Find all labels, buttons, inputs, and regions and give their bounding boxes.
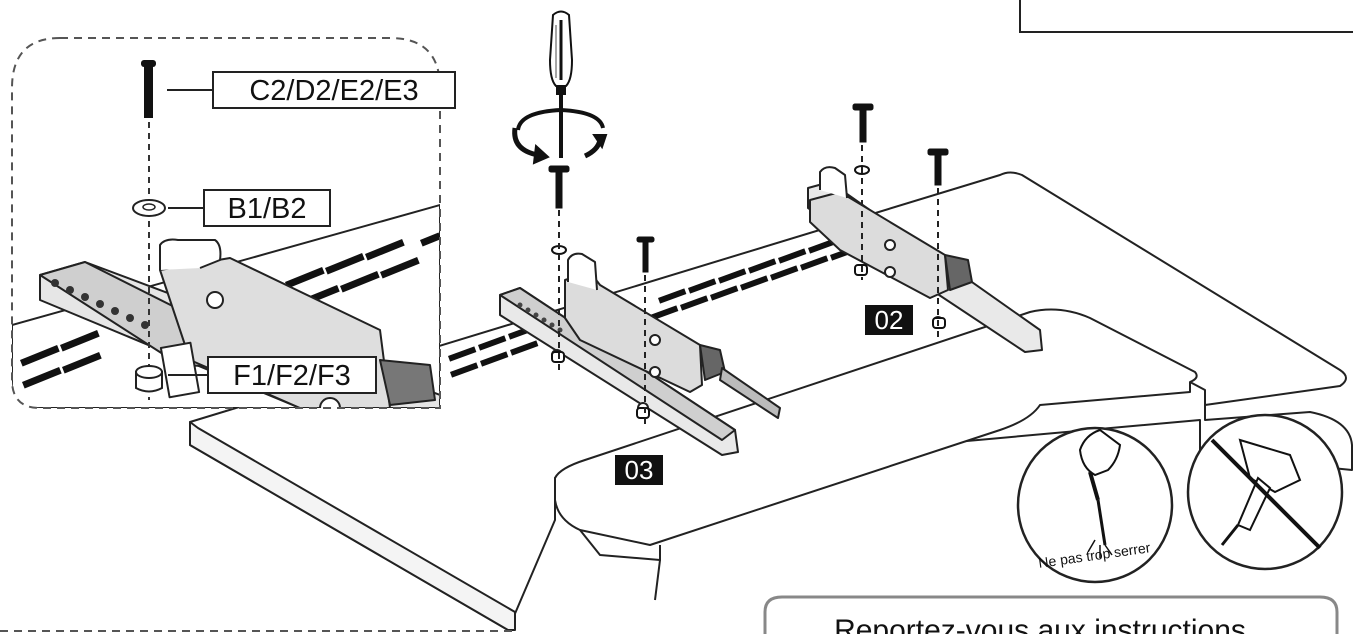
note-text: Reportez-vous aux instructions [834, 614, 1246, 634]
part-label-washers-text: B1/B2 [228, 193, 307, 225]
inset-screw [141, 60, 156, 118]
step-tag-02-text: 02 [875, 305, 904, 335]
step-tag-02: 02 [865, 305, 913, 335]
rotation-arrow [512, 107, 608, 165]
main-guide-lines [558, 145, 939, 425]
note-box: Reportez-vous aux instructions [763, 595, 1339, 634]
part-label-spacers-text: F1/F2/F3 [233, 360, 351, 392]
screwdriver [548, 10, 574, 158]
part-label-screws-text: C2/D2/E2/E3 [249, 75, 418, 107]
inset-leader-lines [167, 89, 213, 376]
prohibition-slash [1210, 438, 1322, 550]
step-tag-03: 03 [615, 455, 663, 485]
part-label-screws: C2/D2/E2/E3 [212, 71, 456, 109]
bracket-left-slots [517, 302, 563, 333]
warning-hand-tool: Ne pas trop serrer [1016, 426, 1174, 584]
part-label-washers: B1/B2 [203, 189, 331, 227]
inset-spacer [135, 365, 163, 393]
vent-slots [448, 230, 861, 378]
part-label-spacers: F1/F2/F3 [207, 356, 377, 394]
warning-power-drill [1186, 413, 1344, 571]
top-right-reference-box [1019, 0, 1353, 33]
detail-inset: C2/D2/E2/E3 B1/B2 F1/F2/F3 [11, 37, 456, 409]
step-tag-03-text: 03 [625, 455, 654, 485]
detail-inset-border [11, 37, 441, 409]
